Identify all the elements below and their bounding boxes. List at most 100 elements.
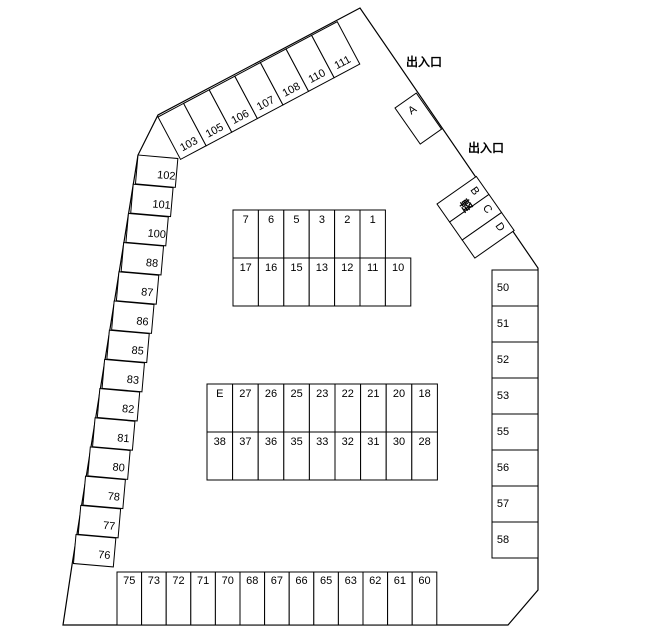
- parking-stall[interactable]: 103: [157, 102, 207, 161]
- parking-stall[interactable]: 107: [234, 61, 284, 120]
- parking-stall[interactable]: 60: [411, 571, 438, 626]
- parking-stall[interactable]: 11: [359, 257, 386, 307]
- parking-stall[interactable]: 36: [257, 431, 285, 481]
- parking-stall[interactable]: 71: [190, 571, 216, 626]
- stall-number: 13: [316, 262, 328, 274]
- parking-stall[interactable]: 77: [77, 504, 122, 539]
- parking-stall[interactable]: 68: [239, 571, 266, 626]
- parking-stall[interactable]: A: [394, 92, 443, 145]
- stall-number: 16: [265, 262, 277, 274]
- parking-stall[interactable]: 100: [125, 212, 169, 247]
- parking-stall[interactable]: 27: [232, 383, 259, 433]
- stall-outline: [334, 209, 361, 259]
- parking-stall[interactable]: 37: [232, 431, 259, 481]
- parking-stall[interactable]: 33: [308, 431, 336, 481]
- parking-stall[interactable]: 25: [283, 383, 310, 433]
- stall-number: 72: [172, 575, 184, 587]
- parking-stall[interactable]: E: [206, 383, 234, 433]
- parking-stall[interactable]: 86: [111, 300, 155, 334]
- stall-number: 21: [367, 388, 379, 400]
- parking-stall[interactable]: 50: [491, 269, 539, 307]
- parking-stall[interactable]: 88: [120, 242, 165, 276]
- stall-number: 73: [148, 575, 160, 587]
- parking-stall[interactable]: 58: [491, 521, 539, 559]
- entrance-label-top: 出入口: [406, 54, 442, 69]
- parking-stall[interactable]: 52: [491, 341, 539, 379]
- stall-number: 85: [131, 345, 144, 358]
- parking-stall[interactable]: 13: [308, 257, 336, 307]
- parking-stall[interactable]: 101: [130, 183, 174, 218]
- parking-stall[interactable]: 12: [334, 257, 361, 307]
- parking-stall[interactable]: 73: [141, 571, 167, 626]
- parking-stall[interactable]: 83: [101, 358, 146, 393]
- parking-stall[interactable]: 17: [232, 257, 259, 307]
- parking-stall[interactable]: 5: [283, 209, 310, 259]
- parking-stall[interactable]: 82: [96, 388, 141, 422]
- stall-outline: [92, 417, 136, 451]
- parking-stall[interactable]: 108: [259, 48, 310, 106]
- parking-stall[interactable]: 55: [491, 413, 539, 451]
- parking-stall[interactable]: 85: [106, 329, 150, 364]
- parking-stall[interactable]: 23: [308, 383, 336, 433]
- stall-outline: [130, 183, 174, 218]
- stall-number: 82: [122, 403, 135, 416]
- parking-stall[interactable]: 76: [72, 534, 117, 568]
- parking-stall[interactable]: 70: [214, 571, 241, 626]
- parking-stall[interactable]: 2: [334, 209, 361, 259]
- parking-stall[interactable]: 81: [92, 417, 136, 451]
- parking-stall[interactable]: 31: [360, 431, 387, 481]
- parking-stall[interactable]: 53: [491, 377, 539, 415]
- parking-stall[interactable]: 22: [334, 383, 362, 433]
- parking-stall[interactable]: 102: [134, 154, 179, 188]
- parking-stall[interactable]: 110: [285, 34, 335, 92]
- parking-stall[interactable]: 16: [257, 257, 285, 307]
- parking-stall[interactable]: 106: [208, 75, 259, 133]
- parking-stall[interactable]: 87: [115, 271, 160, 305]
- parking-stall[interactable]: 65: [313, 571, 339, 626]
- parking-stall[interactable]: 63: [337, 571, 364, 626]
- parking-stall[interactable]: 111: [310, 21, 361, 79]
- parking-stall[interactable]: 10: [384, 257, 412, 307]
- parking-stall[interactable]: 20: [385, 383, 413, 433]
- stall-outline: [257, 383, 285, 433]
- stall-outline: [310, 21, 361, 79]
- stall-number: E: [216, 388, 223, 400]
- stall-number: 31: [367, 436, 379, 448]
- parking-stall[interactable]: 57: [491, 485, 539, 523]
- stall-outline: [394, 92, 443, 145]
- parking-stall[interactable]: 72: [165, 571, 192, 626]
- parking-stall[interactable]: 15: [283, 257, 310, 307]
- parking-stall[interactable]: 67: [264, 571, 290, 626]
- parking-stall[interactable]: B: [436, 175, 490, 223]
- parking-stall[interactable]: 56: [491, 449, 539, 487]
- stall-outline: [111, 300, 155, 334]
- stall-number: 55: [497, 426, 509, 438]
- parking-stall[interactable]: 3: [308, 209, 336, 259]
- stall-number: 15: [290, 262, 302, 274]
- parking-stall[interactable]: 61: [387, 571, 413, 626]
- parking-stall[interactable]: 7: [232, 209, 259, 259]
- parking-stall[interactable]: 26: [257, 383, 285, 433]
- parking-stall[interactable]: 35: [283, 431, 310, 481]
- parking-stall[interactable]: D: [461, 211, 515, 259]
- parking-stall[interactable]: 1: [359, 209, 386, 259]
- parking-stall[interactable]: 75: [116, 571, 143, 626]
- parking-stall[interactable]: 38: [206, 431, 234, 481]
- parking-stall[interactable]: 28: [411, 431, 438, 481]
- parking-stall[interactable]: 51: [491, 305, 539, 343]
- parking-stall[interactable]: 32: [334, 431, 362, 481]
- parking-stall[interactable]: 21: [360, 383, 387, 433]
- parking-stall[interactable]: 62: [362, 571, 389, 626]
- parking-stall[interactable]: 66: [288, 571, 315, 626]
- stall-number: 88: [145, 257, 158, 270]
- parking-stall[interactable]: 80: [87, 446, 131, 480]
- stall-outline: [232, 257, 259, 307]
- stall-outline: [134, 154, 179, 188]
- parking-stall[interactable]: 18: [411, 383, 438, 433]
- stall-outline: [257, 209, 285, 259]
- parking-stall[interactable]: 78: [82, 475, 126, 510]
- parking-stall[interactable]: 6: [257, 209, 285, 259]
- stall-outline: [491, 413, 539, 451]
- parking-stall[interactable]: 30: [385, 431, 413, 481]
- stall-outline: [360, 431, 387, 481]
